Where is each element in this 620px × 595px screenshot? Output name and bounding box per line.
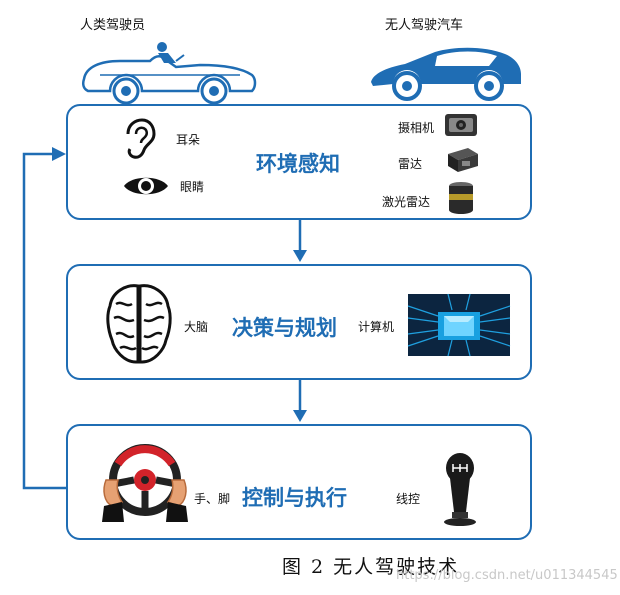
label-brain: 大脑	[184, 320, 209, 334]
label-radar: 雷达	[398, 157, 423, 171]
radar-icon	[448, 148, 478, 172]
cpu-chip-icon	[407, 293, 511, 357]
label-ear: 耳朵	[176, 133, 201, 147]
human-driver-label: 人类驾驶员	[80, 18, 146, 33]
brain-icon	[106, 284, 172, 364]
arrow-down-2	[293, 380, 307, 422]
label-computer: 计算机	[358, 320, 395, 334]
ear-icon	[126, 118, 156, 159]
label-camera: 摄相机	[398, 121, 435, 135]
eye-icon	[124, 177, 168, 195]
label-drive-by-wire: 线控	[396, 492, 421, 506]
sports-car-icon	[371, 47, 521, 101]
stage-title-decision: 决策与规划	[232, 316, 337, 340]
camera-icon	[445, 114, 477, 136]
steering-wheel-icon	[102, 444, 188, 522]
watermark: https://blog.csdn.net/u011344545	[396, 568, 618, 583]
arrow-down-1	[293, 220, 307, 262]
label-lidar: 激光雷达	[382, 195, 431, 209]
convertible-car-icon	[81, 42, 257, 105]
figure-caption: 图 2 无人驾驶技术	[282, 556, 460, 578]
stage-title-control: 控制与执行	[242, 486, 347, 510]
label-eye: 眼睛	[180, 180, 205, 194]
gear-shift-icon	[444, 453, 476, 526]
lidar-icon	[449, 182, 473, 214]
autonomous-car-label: 无人驾驶汽车	[385, 18, 464, 33]
stage-title-perception: 环境感知	[256, 152, 340, 176]
label-hands-feet: 手、脚	[194, 492, 231, 506]
